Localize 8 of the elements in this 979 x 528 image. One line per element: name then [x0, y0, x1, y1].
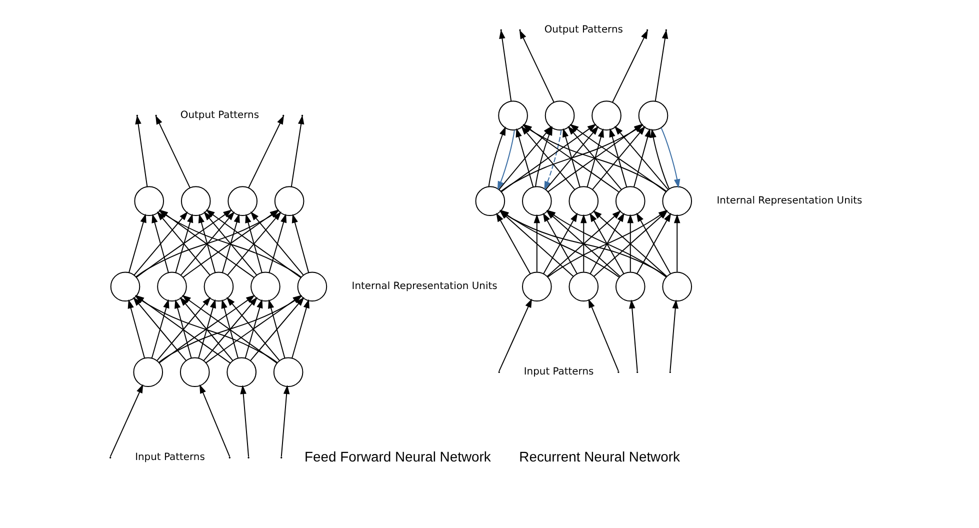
label: Input Patterns [524, 366, 594, 378]
label: Internal Representation Units [716, 196, 862, 207]
label: Feed Forward Neural Network [304, 448, 491, 464]
label: Output Patterns [180, 110, 260, 122]
label: Recurrent Neural Network [519, 448, 680, 464]
label: Output Patterns [544, 24, 623, 36]
label: Internal Representation Units [352, 281, 498, 292]
label: Input Patterns [135, 452, 205, 464]
